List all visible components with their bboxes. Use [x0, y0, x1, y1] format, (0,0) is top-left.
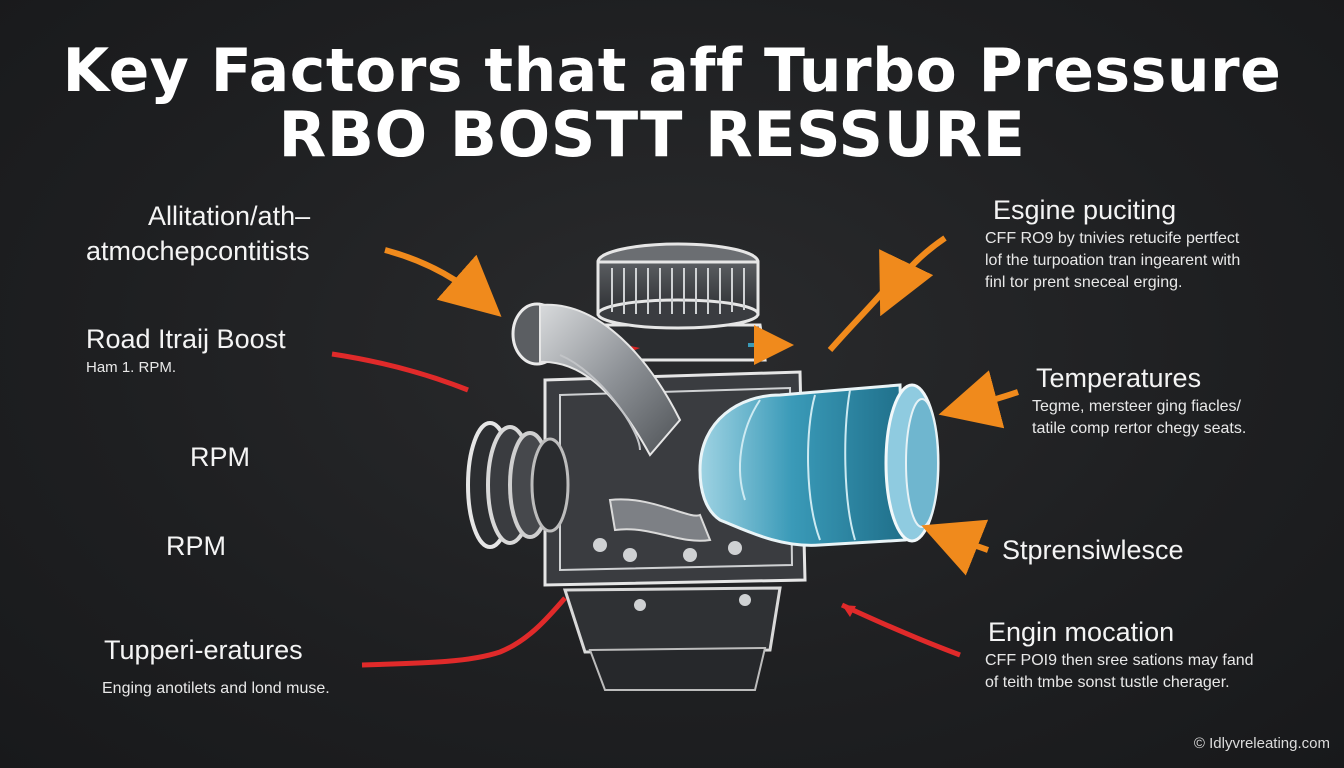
label-temperatures: Temperatures: [1036, 363, 1202, 393]
label-engin-mocation-sub-1: CFF POI9 then sree sations may fand: [985, 652, 1254, 669]
label-engine-puciting-sub-3: finl tor prent sneceal erging.: [985, 274, 1183, 291]
label-road-boost: Road Itraij Boost: [86, 324, 286, 354]
arrow-engine-puciting: [879, 235, 947, 317]
arrow-stprensiwlesce: [921, 519, 989, 576]
title-line-1: Key Factors that aff Turbo Pressure: [62, 36, 1282, 106]
label-engin-mocation-sub-2: of teith tmbe sonst tustle cherager.: [985, 674, 1230, 691]
arrow-road-boost: [331, 351, 469, 393]
label-altitude: Allitation/ath–: [148, 201, 311, 231]
footer-credit: © Idlyvreleating.com: [1193, 735, 1330, 752]
label-engine-puciting: Esgine puciting: [993, 195, 1177, 225]
arrow-altitude: [384, 247, 502, 317]
label-engine-puciting-sub-1: CFF RO9 by tnivies retucife pertfect: [985, 230, 1240, 247]
label-temperatures-sub-2: tatile comp rertor chegy seats.: [1032, 420, 1247, 437]
arrow-tupperi: [361, 596, 567, 668]
arrow-engin-mocation: [840, 602, 961, 658]
label-engin-mocation: Engin mocation: [988, 617, 1175, 647]
label-temperatures-sub-1: Tegme, mersteer ging fiacles/: [1032, 398, 1241, 415]
label-engine-puciting-sub-2: lof the turpoation tran ingearent with: [985, 252, 1241, 269]
label-tupperi: Tupperi-eratures: [104, 635, 303, 665]
arrow-engine-puciting-line: [827, 270, 903, 352]
label-altitude-line2: atmochepcontitists: [86, 236, 310, 266]
label-rpm-2: RPM: [166, 531, 226, 561]
inner-pipe: [608, 498, 712, 542]
label-road-boost-sub: Ham 1. RPM.: [86, 359, 177, 376]
label-tupperi-sub: Enging anotilets and lond muse.: [102, 680, 330, 697]
arrow-temperatures: [938, 370, 1019, 429]
label-stprensiwlesce: Stprensiwlesce: [1002, 535, 1184, 565]
title-line-2: RBO BOSTT RESSURE: [278, 98, 1026, 171]
intake-pipe: [511, 302, 682, 457]
arrow-engin-mocation-head: [842, 605, 856, 617]
compressor-housing: [698, 383, 940, 547]
label-rpm-1: RPM: [190, 442, 250, 472]
compressor-inlet-rings: [466, 421, 570, 549]
